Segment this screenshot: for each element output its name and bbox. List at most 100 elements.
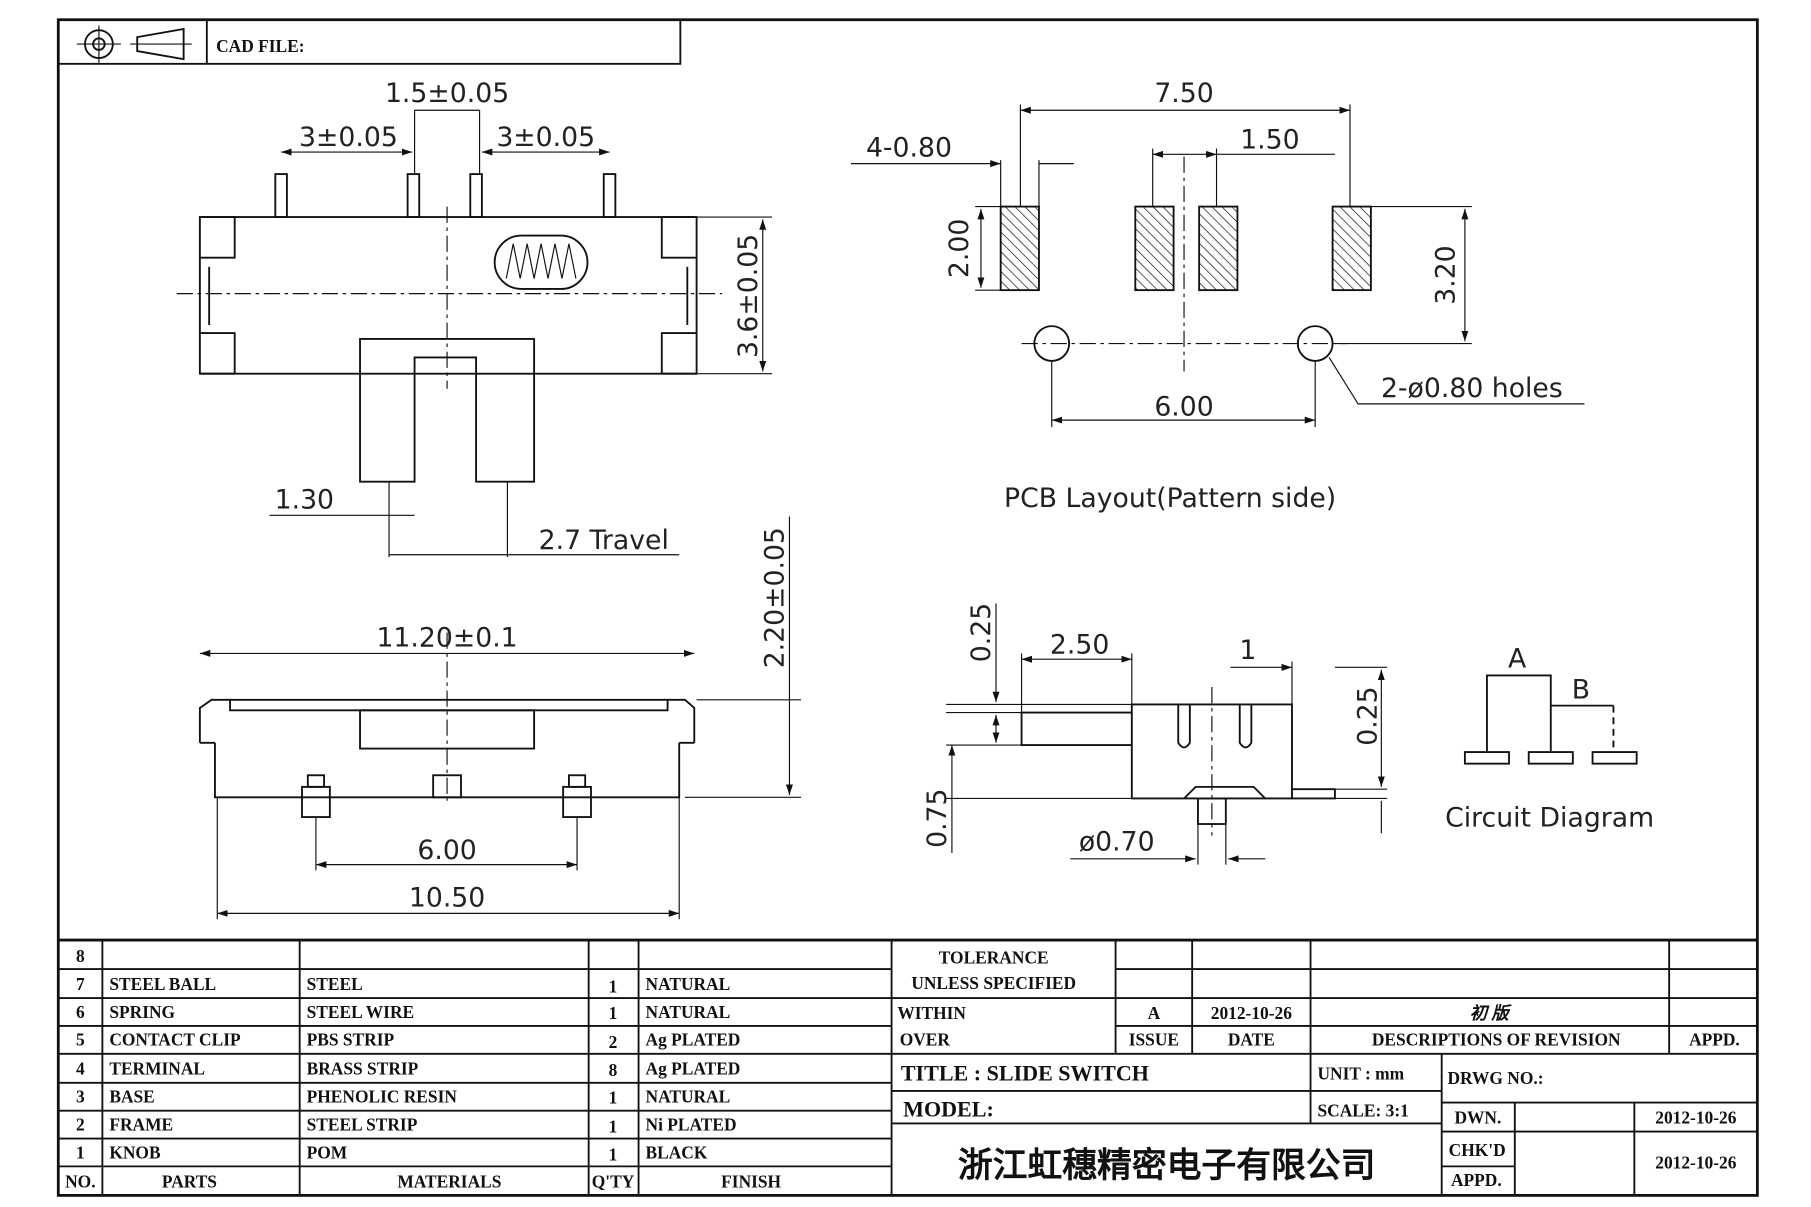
projection-cone-icon — [130, 27, 192, 61]
dim-side-c: 0.25 — [1353, 686, 1384, 745]
dim-pitch-left: 3±0.05 — [299, 122, 398, 153]
appd-label: APPD. — [1689, 1030, 1740, 1050]
svg-text:NATURAL: NATURAL — [646, 1002, 731, 1022]
svg-text:NATURAL: NATURAL — [646, 1087, 731, 1107]
dim-pad-height: 2.00 — [944, 219, 975, 278]
pcb-caption: PCB Layout(Pattern side) — [1004, 483, 1336, 514]
sheet-border — [56, 18, 1759, 1197]
revision-label: DESCRIPTIONS OF REVISION — [1372, 1030, 1621, 1050]
dim-pitch-center: 1.5±0.05 — [385, 78, 509, 109]
circuit-diagram: A B Circuit Diagram — [1445, 643, 1654, 833]
dim-pin-diameter: ø0.70 — [1079, 827, 1155, 858]
svg-text:2: 2 — [609, 1032, 618, 1052]
dim-height-top: 3.6±0.05 — [733, 234, 764, 358]
projection-crosshair-icon — [76, 25, 121, 63]
drawing-number-label: DRWG NO.: — [1447, 1068, 1543, 1088]
svg-text:TERMINAL: TERMINAL — [109, 1059, 205, 1079]
dim-pcb-total: 7.50 — [1154, 78, 1213, 109]
model-label: MODEL: — [903, 1096, 994, 1121]
dim-actuator: 2.50 — [1050, 629, 1109, 660]
svg-text:6: 6 — [76, 1002, 85, 1022]
svg-text:Q'TY: Q'TY — [592, 1171, 635, 1191]
svg-text:3: 3 — [76, 1087, 85, 1107]
circuit-label-b: B — [1572, 675, 1590, 706]
top-view: 1.5±0.05 3±0.05 3±0.05 3.6±0.05 1.30 2.7… — [176, 78, 773, 558]
svg-text:BASE: BASE — [109, 1087, 154, 1107]
svg-text:2: 2 — [76, 1114, 85, 1134]
pad — [1134, 205, 1175, 292]
revision-date: 2012-10-26 — [1211, 1003, 1292, 1023]
svg-text:SPRING: SPRING — [109, 1002, 175, 1022]
dim-holes-span: 6.00 — [1154, 391, 1213, 422]
front-view: 11.20±0.1 2.20±0.05 6.00 10.50 — [198, 516, 802, 920]
svg-text:8: 8 — [609, 1060, 618, 1080]
unless-specified-label: UNLESS SPECIFIED — [911, 973, 1076, 993]
svg-text:STEEL STRIP: STEEL STRIP — [307, 1114, 418, 1134]
bom-row: 4 TERMINAL BRASS STRIP 8 Ag PLATED — [76, 1059, 740, 1080]
svg-text:1: 1 — [609, 1117, 618, 1137]
svg-text:5: 5 — [76, 1030, 85, 1050]
over-label: OVER — [900, 1030, 951, 1050]
svg-text:1: 1 — [609, 1145, 618, 1165]
checked-date: 2012-10-26 — [1655, 1153, 1736, 1173]
svg-text:NATURAL: NATURAL — [646, 974, 731, 994]
dim-travel: 2.7 Travel — [539, 525, 669, 556]
dim-pad-width: 4-0.80 — [866, 133, 952, 164]
cad-file-label: CAD FILE: — [216, 36, 304, 56]
svg-text:PARTS: PARTS — [162, 1171, 217, 1191]
within-label: WITHIN — [897, 1003, 966, 1023]
pad — [1198, 205, 1239, 292]
dim-pin-span: 6.00 — [417, 835, 476, 866]
spring-icon — [493, 234, 589, 290]
holes-note: 2-ø0.80 holes — [1381, 373, 1563, 404]
revision-description: 初 版 — [1470, 1003, 1513, 1023]
bom-row: 5 CONTACT CLIP PBS STRIP 2 Ag PLATED — [76, 1030, 740, 1052]
svg-text:Ag PLATED: Ag PLATED — [646, 1030, 741, 1050]
pad — [999, 205, 1040, 292]
svg-text:4: 4 — [76, 1059, 85, 1079]
svg-text:FINISH: FINISH — [721, 1171, 781, 1191]
company-name: 浙江虹穗精密电子有限公司 — [958, 1145, 1376, 1186]
svg-text:1: 1 — [609, 1003, 618, 1023]
svg-text:STEEL BALL: STEEL BALL — [109, 974, 216, 994]
dim-height-front: 2.20±0.05 — [760, 527, 791, 668]
svg-text:8: 8 — [76, 946, 85, 966]
pcb-layout: 7.50 1.50 4-0.80 2.00 3.20 6.00 2-ø0.80 … — [850, 78, 1585, 514]
dim-length: 11.20±0.1 — [376, 622, 517, 653]
svg-text:PBS STRIP: PBS STRIP — [307, 1030, 395, 1050]
dim-knob-width: 1.30 — [275, 484, 334, 515]
unit-label: UNIT : mm — [1318, 1063, 1405, 1083]
dim-side-a: 0.25 — [966, 603, 997, 662]
issue-value: A — [1148, 1003, 1161, 1023]
issue-label: ISSUE — [1129, 1030, 1179, 1050]
svg-text:Ni PLATED: Ni PLATED — [646, 1114, 737, 1134]
svg-text:7: 7 — [76, 974, 85, 994]
svg-text:BLACK: BLACK — [646, 1142, 708, 1162]
svg-text:POM: POM — [307, 1142, 348, 1162]
circuit-caption: Circuit Diagram — [1445, 802, 1654, 833]
svg-text:PHENOLIC RESIN: PHENOLIC RESIN — [307, 1087, 458, 1107]
dim-side-b: 1 — [1239, 635, 1256, 666]
svg-text:BRASS STRIP: BRASS STRIP — [307, 1059, 419, 1079]
dim-pitch-right: 3±0.05 — [496, 122, 595, 153]
dim-pad-pitch: 1.50 — [1240, 125, 1299, 156]
svg-text:STEEL: STEEL — [307, 974, 363, 994]
approved-label: APPD. — [1451, 1170, 1502, 1190]
svg-text:CONTACT CLIP: CONTACT CLIP — [109, 1030, 241, 1050]
svg-text:Ag PLATED: Ag PLATED — [646, 1059, 741, 1079]
header-box: CAD FILE: — [57, 18, 682, 65]
bom-row: 2 FRAME STEEL STRIP 1 Ni PLATED — [76, 1114, 737, 1136]
pad — [1331, 205, 1372, 292]
drawn-label: DWN. — [1454, 1107, 1501, 1127]
drawn-date: 2012-10-26 — [1655, 1107, 1736, 1127]
svg-text:FRAME: FRAME — [109, 1114, 173, 1134]
circuit-label-a: A — [1508, 643, 1527, 674]
dim-side-d: 0.75 — [922, 788, 953, 847]
side-view: 2.50 0.25 1 0.25 0.75 ø0.70 — [922, 603, 1388, 865]
